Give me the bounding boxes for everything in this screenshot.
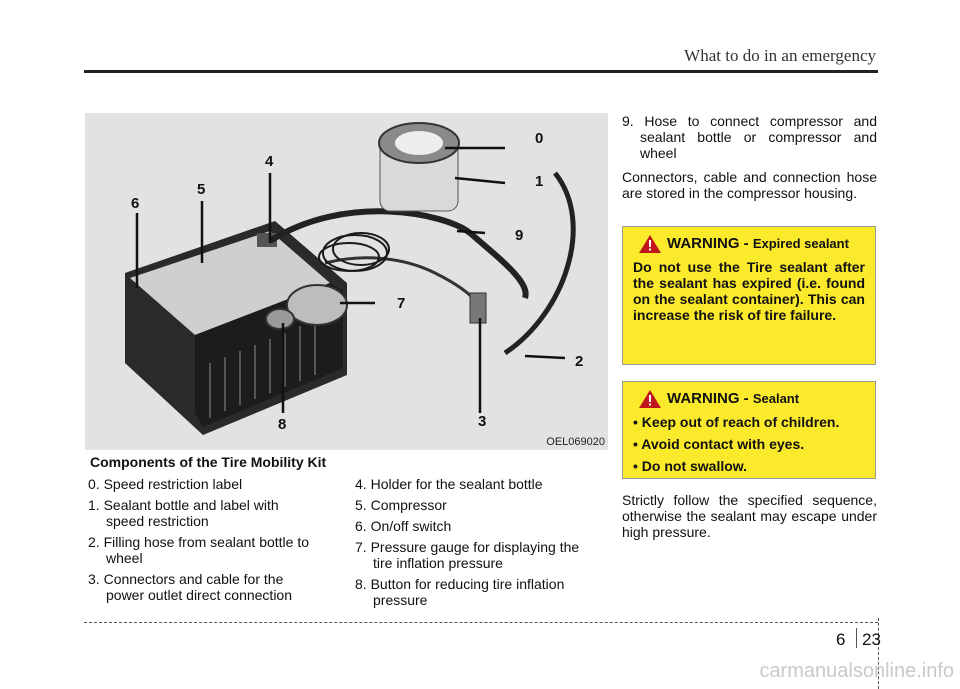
power-connector (469, 292, 487, 324)
right-column-text: 9. Hose to connect compressor and sealan… (622, 113, 877, 209)
list-item: 1. Sealant bottle and label with speed r… (88, 497, 279, 529)
page-number-separator (856, 628, 857, 648)
footer-divider (878, 618, 879, 689)
hose-9 (268, 208, 472, 244)
warning-triangle-icon (639, 390, 661, 408)
section-title: What to do in an emergency (684, 46, 876, 65)
warning-header: WARNING - Expired sealant (633, 235, 865, 253)
callout-3: 3 (478, 413, 486, 430)
warning-triangle-icon (639, 235, 661, 253)
warning-subject: Sealant (752, 391, 800, 406)
item-9: 9. Hose to connect compressor and sealan… (622, 113, 877, 161)
list-item: 2. Filling hose from sealant bottle to w… (88, 534, 310, 566)
speed-label-center (395, 131, 443, 155)
list-item: • Do not swallow. (633, 458, 748, 474)
figure-code: OEL069020 (546, 436, 605, 448)
warning-label: WARNING - (667, 235, 753, 252)
callout-6: 6 (131, 195, 139, 212)
callout-4: 4 (265, 153, 274, 170)
hose-9-end (468, 230, 529, 299)
reduce-button (265, 308, 295, 330)
list-item: 8. Button for reducing tire inflation pr… (355, 576, 565, 608)
warning-sealant: WARNING - Sealant • Keep out of reach of… (622, 381, 876, 479)
callout-7: 7 (397, 295, 405, 312)
figure-caption: Components of the Tire Mobility Kit (90, 454, 327, 470)
callout-9: 9 (515, 227, 523, 244)
pressure-gauge (286, 284, 348, 326)
warning-header: WARNING - Sealant (633, 390, 865, 408)
warning-list: • Keep out of reach of children. • Avoid… (633, 414, 865, 474)
component-list-left: 0. Speed restriction label 1. Sealant bo… (88, 476, 336, 608)
sequence-note: Strictly follow the specified sequence, … (622, 492, 877, 540)
warning-label: WARNING - (667, 390, 753, 407)
list-item: 4. Holder for the sealant bottle (355, 476, 543, 492)
callout-lines (135, 146, 566, 413)
list-item: • Keep out of reach of children. (633, 414, 840, 430)
list-item: 5. Compressor (355, 497, 447, 513)
list-item: 7. Pressure gauge for displaying the tir… (355, 539, 580, 571)
callout-0: 0 (535, 130, 543, 147)
cable-coil (318, 232, 390, 272)
hose-2 (503, 171, 576, 356)
storage-note: Connectors, cable and connection hose ar… (622, 169, 877, 201)
list-item: 6. On/off switch (355, 518, 452, 534)
power-cable (324, 256, 479, 304)
callout-8: 8 (278, 416, 286, 433)
warning-subject: Expired sealant (752, 236, 849, 251)
warning-body: Do not use the Tire sealant after the se… (633, 259, 865, 323)
chapter-number: 6 (836, 630, 846, 649)
watermark: carmanualsonline.info (759, 660, 954, 682)
header-rule (84, 70, 878, 73)
warning-expired-sealant: WARNING - Expired sealant Do not use the… (622, 226, 876, 365)
compressor-label-panel (130, 231, 330, 335)
footer-rule (84, 622, 878, 623)
list-item: • Avoid contact with eyes. (633, 436, 805, 452)
tire-kit-illustration: 0 1 2 3 4 5 6 7 8 9 OEL069020 (125, 122, 605, 448)
callout-1: 1 (535, 173, 543, 190)
page-number: 23 (862, 630, 881, 649)
tire-kit-photo: 0 1 2 3 4 5 6 7 8 9 OEL069020 (85, 113, 608, 450)
callout-5: 5 (197, 181, 205, 198)
component-list-right: 4. Holder for the sealant bottle 5. Comp… (355, 476, 607, 613)
list-item: 0. Speed restriction label (88, 476, 243, 492)
vent-lines (209, 319, 316, 418)
list-item: 3. Connectors and cable for the power ou… (88, 571, 292, 603)
callout-2: 2 (575, 353, 583, 370)
